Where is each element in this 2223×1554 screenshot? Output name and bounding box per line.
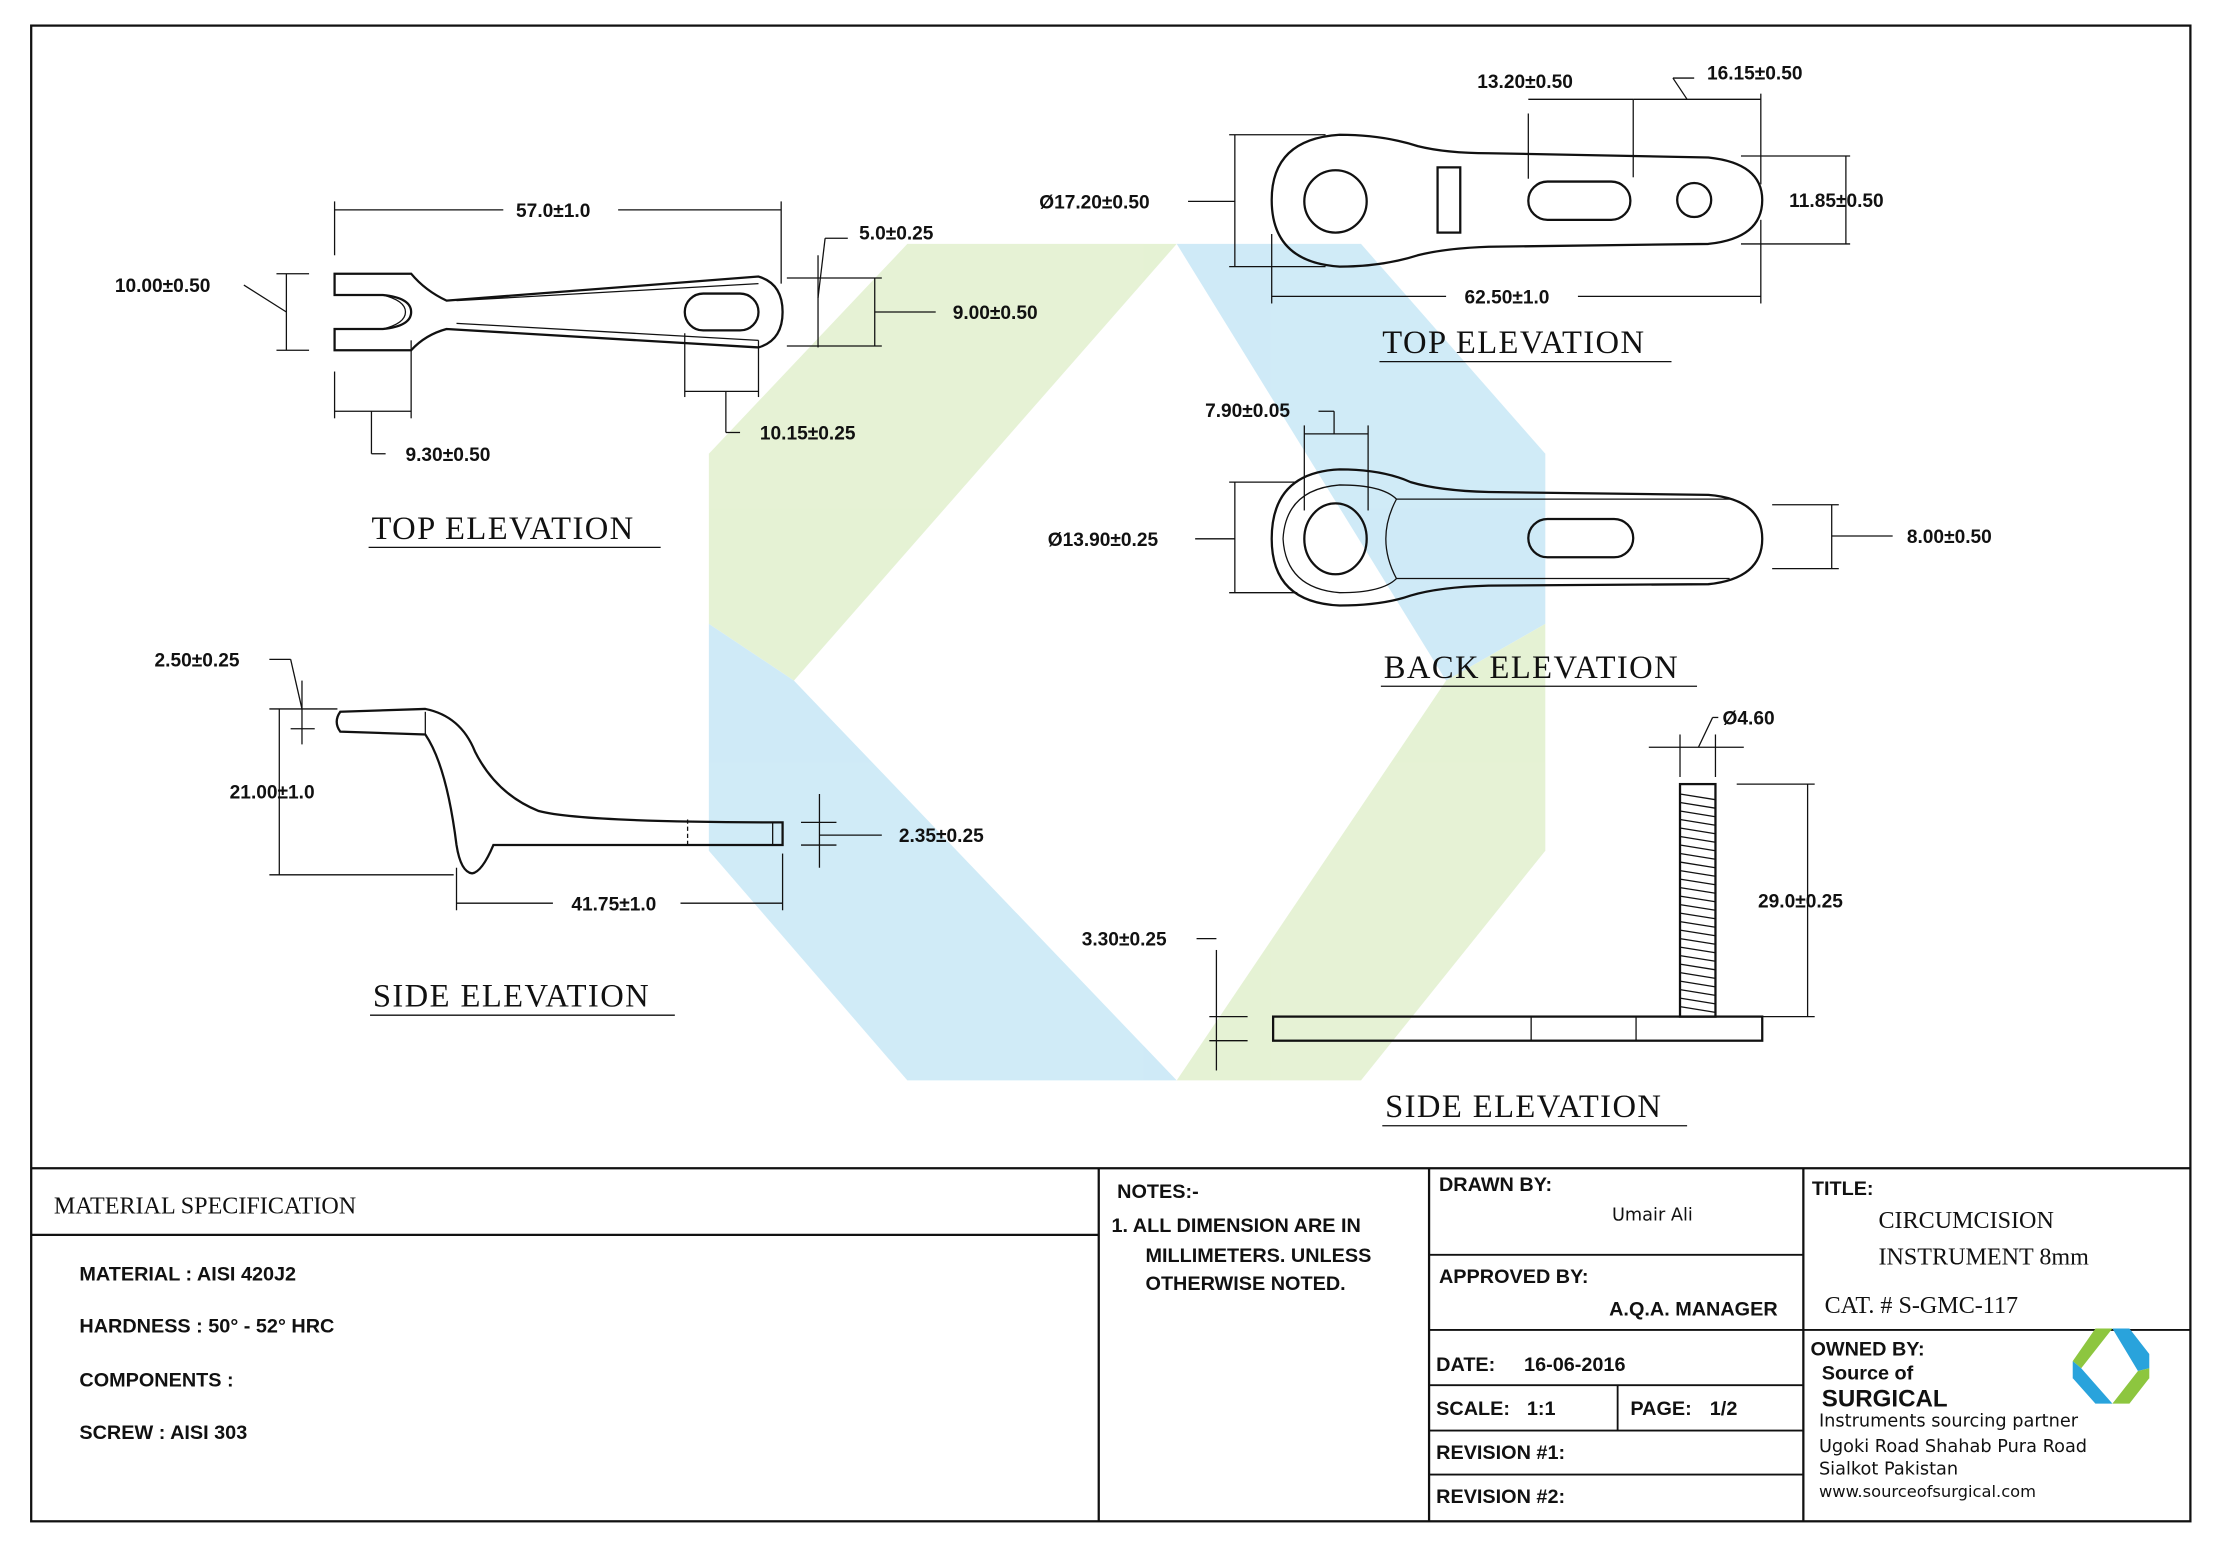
dim-overall-length: 62.50±1.0 [1465, 287, 1550, 308]
approved-by-label: APPROVED BY: [1439, 1266, 1588, 1288]
dim-end-width: 8.00±0.50 [1907, 527, 1992, 548]
page-value: 1/2 [1710, 1398, 1738, 1420]
title-label: TITLE: [1812, 1178, 1874, 1200]
dim-thickness: 5.0±0.25 [859, 224, 934, 245]
owned-by-label: OWNED BY: [1810, 1338, 1924, 1360]
approved-by-value: A.Q.A. MANAGER [1609, 1299, 1778, 1321]
owner-tagline: Instruments sourcing partner [1819, 1411, 2079, 1431]
screw [1678, 782, 1717, 1018]
owner-line-2: SURGICAL [1822, 1385, 1948, 1412]
dim-length: 57.0±1.0 [516, 201, 590, 222]
dim-screw-diameter: Ø4.60 [1723, 709, 1775, 730]
view-title: SIDE ELEVATION [1385, 1089, 1662, 1125]
right-top-part-outline [1270, 133, 1764, 268]
slot [683, 292, 760, 332]
title-line-2: INSTRUMENT 8mm [1878, 1245, 2089, 1271]
back-part-outline [1270, 468, 1764, 607]
dim-tip-thickness: 2.50±0.25 [155, 650, 240, 671]
date-label: DATE: [1436, 1354, 1495, 1376]
title-block: MATERIAL SPECIFICATION MATERIAL : AISI 4… [31, 1167, 2191, 1522]
left-side-elevation-view: 2.50±0.25 21.00±1.0 2.35±0.25 41.75±1.0 … [155, 650, 984, 1016]
components-line: COMPONENTS : [79, 1370, 233, 1392]
view-title: SIDE ELEVATION [373, 979, 650, 1015]
scale-label: SCALE: [1436, 1398, 1510, 1420]
dim-fork-width: 10.00±0.50 [115, 276, 211, 297]
page-label: PAGE: [1630, 1398, 1691, 1420]
scale-value: 1:1 [1527, 1398, 1556, 1420]
dim-hole-diameter: 7.90±0.05 [1205, 401, 1290, 422]
drawn-by-value: Umair Ali [1612, 1206, 1693, 1226]
material-specification: MATERIAL SPECIFICATION MATERIAL : AISI 4… [54, 1194, 356, 1444]
notes-heading: NOTES:- [1117, 1181, 1199, 1203]
material-heading: MATERIAL SPECIFICATION [54, 1194, 356, 1220]
catalog-number: CAT. # S-GMC-117 [1825, 1293, 2018, 1319]
view-title: TOP ELEVATION [1382, 325, 1645, 361]
address-line-2: Sialkot Pakistan [1819, 1460, 1958, 1480]
right-side-elevation-view: Ø4.60 29.0±0.25 3.30±0.25 SIDE ELEVATION [1082, 709, 1843, 1127]
view-title: TOP ELEVATION [371, 511, 634, 547]
owner-line-1: Source of [1822, 1363, 1914, 1385]
right-top-elevation-view: 13.20±0.50 16.15±0.50 Ø17.20±0.50 11.85±… [1039, 63, 1884, 363]
dim-screw-length: 29.0±0.25 [1758, 891, 1843, 912]
revision-1-label: REVISION #1: [1436, 1442, 1565, 1464]
drawing-border [30, 24, 2192, 1523]
note-line: MILLIMETERS. UNLESS [1146, 1245, 1372, 1267]
title-line-1: CIRCUMCISION [1878, 1208, 2053, 1234]
dim-blade-length: 41.75±1.0 [571, 894, 656, 915]
dim-hole-offset: 16.15±0.50 [1707, 63, 1803, 84]
website: www.sourceofsurgical.com [1819, 1482, 2036, 1501]
dim-slot-offset: 13.20±0.50 [1477, 72, 1573, 93]
revision-2-label: REVISION #2: [1436, 1486, 1565, 1508]
left-top-part-outline [333, 272, 784, 352]
view-title: BACK ELEVATION [1384, 650, 1679, 686]
dim-blade-thickness: 2.35±0.25 [899, 826, 984, 847]
dim-eye-width: 9.00±0.50 [953, 303, 1038, 324]
screw-line: SCREW : AISI 303 [79, 1422, 247, 1444]
note-line: 1. ALL DIMENSION ARE IN [1112, 1215, 1361, 1237]
dim-height: 21.00±1.0 [230, 782, 315, 803]
plate [1271, 1015, 1764, 1042]
dim-head-diameter: Ø17.20±0.50 [1039, 192, 1149, 213]
left-top-elevation-view: 57.0±1.0 5.0±0.25 10.00±0.50 9.00±0.50 9… [115, 201, 1038, 548]
material-line: MATERIAL : AISI 420J2 [79, 1263, 296, 1285]
date-value: 16-06-2016 [1524, 1354, 1625, 1376]
drawn-by-label: DRAWN BY: [1439, 1174, 1552, 1196]
address-line-1: Ugoki Road Shahab Pura Road [1819, 1437, 2087, 1457]
dim-slot-length: 10.15±0.25 [760, 424, 856, 445]
note-line: OTHERWISE NOTED. [1146, 1273, 1346, 1295]
dim-fork-depth: 9.30±0.50 [405, 445, 490, 466]
notes: NOTES:- 1. ALL DIMENSION ARE IN MILLIMET… [1112, 1181, 1372, 1295]
hardness-line: HARDNESS : 50° - 52° HRC [79, 1316, 334, 1338]
watermark-logo [708, 243, 1546, 1081]
company-logo [2072, 1328, 2150, 1404]
dim-boss-diameter: Ø13.90±0.25 [1048, 530, 1159, 551]
dim-plate-thickness: 3.30±0.25 [1082, 930, 1167, 951]
dim-end-width: 11.85±0.50 [1789, 191, 1884, 212]
back-elevation-view: 7.90±0.05 Ø13.90±0.25 8.00±0.50 BACK ELE… [1048, 401, 1992, 687]
left-side-part-outline [335, 707, 784, 875]
